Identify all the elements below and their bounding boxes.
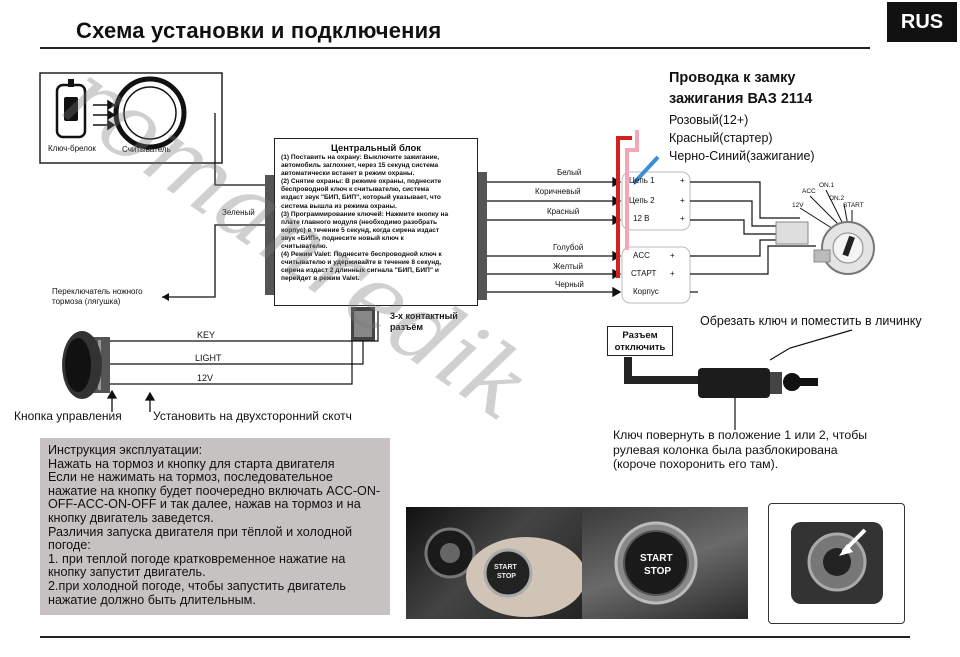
reader-icon xyxy=(113,76,187,150)
disconnect-connector-label: Разъем отключить xyxy=(607,326,673,356)
photo-start-stop-button: START STOP xyxy=(582,507,748,619)
central-block-line: издаст звук "БИП, БИП", который указывае… xyxy=(281,194,441,202)
central-block-line: перейдет в режим Valet. xyxy=(281,275,360,283)
fob-reader-frame xyxy=(39,72,223,164)
reader-wire xyxy=(214,113,272,186)
switch-on1-label: ON.1 xyxy=(819,182,835,189)
central-block-line: (1) Поставить на охрану: Выключите зажиг… xyxy=(281,154,440,161)
brake-switch-label: Переключатель ножного тормоза (лягушка) xyxy=(52,287,143,306)
switch-fanout xyxy=(799,189,853,233)
central-block-line: автоматически встанет в режим охраны. xyxy=(281,170,415,178)
left-connector xyxy=(265,175,274,295)
terminal-plus-2: + xyxy=(680,196,685,205)
instructions-box: Инструкция эксплуатации: Нажать на тормо… xyxy=(40,438,390,615)
central-block-line: беспроводной ключ к считывателю, система xyxy=(281,186,429,194)
reader-label: Считыватель xyxy=(122,145,171,154)
central-block-line: автомобиль заглохнет, через 15 секунд си… xyxy=(281,162,439,170)
right-connector xyxy=(478,172,487,300)
central-block: Центральный блок (1) Поставить на охрану… xyxy=(274,138,478,306)
ignition-switch-icon xyxy=(775,221,875,275)
photo-press-button: START STOP xyxy=(406,507,591,619)
button-arrows xyxy=(106,389,156,412)
green-wire-label: Зеленый xyxy=(222,208,255,217)
terminal-12v: 12 В xyxy=(633,214,650,223)
central-block-text: (1) Поставить на охрану: Выключите зажиг… xyxy=(281,154,471,284)
terminal-body: Корпус xyxy=(633,287,659,296)
control-button-icon xyxy=(62,331,110,399)
terminal-plus-5: + xyxy=(670,269,675,278)
key-fob-icon xyxy=(55,79,87,139)
switch-on2-label: ON.2 xyxy=(829,195,845,202)
fob-label: Ключ-брелок xyxy=(48,144,96,153)
wire-white-label: Белый xyxy=(557,168,582,177)
terminal-plus-1: + xyxy=(680,176,685,185)
central-block-line: система вышла из режима охраны. xyxy=(281,202,397,210)
brake-arrow xyxy=(162,293,169,301)
connector-label: 3-х контактный разъём xyxy=(390,311,458,332)
wire-blue-label: Голубой xyxy=(553,243,584,252)
central-block-line: плате главного модуля (необходимо разобр… xyxy=(281,218,438,226)
green-wire xyxy=(162,224,272,298)
central-block-line: (2) Снятие охраны: В режиме охраны, подн… xyxy=(281,178,442,186)
photo-key-slot xyxy=(768,503,905,624)
central-block-line: звук «БИП», поднесите новый ключ к xyxy=(281,234,404,242)
blue-wire xyxy=(632,155,660,185)
blackblue-wire-label: Черно-Синий(зажигание) xyxy=(669,149,815,163)
disconnect-connector xyxy=(624,329,853,430)
central-block-line: корпус) в течение 5 секунд, когда сирена… xyxy=(281,226,440,234)
switch-12v-label: 12V xyxy=(792,202,804,209)
key-position-callout: Ключ повернуть в положение 1 или 2, чтоб… xyxy=(613,428,868,471)
wire-yellow-label: Желтый xyxy=(553,262,584,271)
tape-label: Установить на двухсторонний скотч xyxy=(153,409,352,423)
terminal-plus-3: + xyxy=(680,214,685,223)
cut-key-label: Обрезать ключ и поместить в личинку xyxy=(700,314,922,328)
photo2-stop-text: STOP xyxy=(644,566,672,577)
central-block-line: (3) Программирование ключей: Нажмите кно… xyxy=(281,210,449,218)
title-underline xyxy=(40,47,870,49)
switch-start-label: START xyxy=(843,202,864,209)
photo2-start-text: START xyxy=(640,553,673,564)
central-block-title: Центральный блок xyxy=(330,143,422,154)
signal-arrows-icon xyxy=(93,99,116,131)
language-badge[interactable]: RUS xyxy=(887,2,957,42)
terminal-circuit-1: Цепь 1 xyxy=(629,176,655,185)
central-block-line: сирена издаст 2 длинных сигнала "БИП, БИ… xyxy=(281,267,439,275)
wire-red-label: Красный xyxy=(547,207,580,216)
terminal-group xyxy=(621,171,691,304)
ignition-title-line1: Проводка к замку xyxy=(669,70,796,86)
wire-brown-label: Коричневый xyxy=(535,187,581,196)
button-light-label: LIGHT xyxy=(195,353,222,363)
terminal-start: СТАРТ xyxy=(631,269,657,278)
red-wire-label: Красный(стартер) xyxy=(669,131,773,145)
red-wire xyxy=(616,136,632,278)
control-button-label: Кнопка управления xyxy=(14,409,122,423)
terminal-circuit-2: Цепь 2 xyxy=(629,196,655,205)
button-key-label: KEY xyxy=(197,330,216,340)
button-wires xyxy=(108,311,379,385)
button-12v-label: 12V xyxy=(197,373,214,383)
switch-acc-label: ACC xyxy=(802,188,816,195)
wire-black-label: Черный xyxy=(555,280,584,289)
ignition-title-line2: зажигания ВАЗ 2114 xyxy=(669,91,813,107)
ignition-wiring-legend: Проводка к замку зажигания ВАЗ 2114 xyxy=(669,68,812,110)
page-title: Схема установки и подключения xyxy=(76,18,442,43)
terminal-acc: ACC xyxy=(633,251,650,260)
photo1-start-text: START xyxy=(494,564,517,571)
central-block-line: считывателю и удерживайте в течение 8 се… xyxy=(281,259,442,267)
central-block-line: (4) Режим Valet: Поднесите беспроводной … xyxy=(281,251,442,259)
pink-wire-label: Розовый(12+) xyxy=(669,113,749,127)
central-block-line: считывателю. xyxy=(281,243,328,251)
pink-wire xyxy=(625,130,639,250)
terminal-plus-4: + xyxy=(670,251,675,260)
photo1-stop-text: STOP xyxy=(497,573,516,580)
